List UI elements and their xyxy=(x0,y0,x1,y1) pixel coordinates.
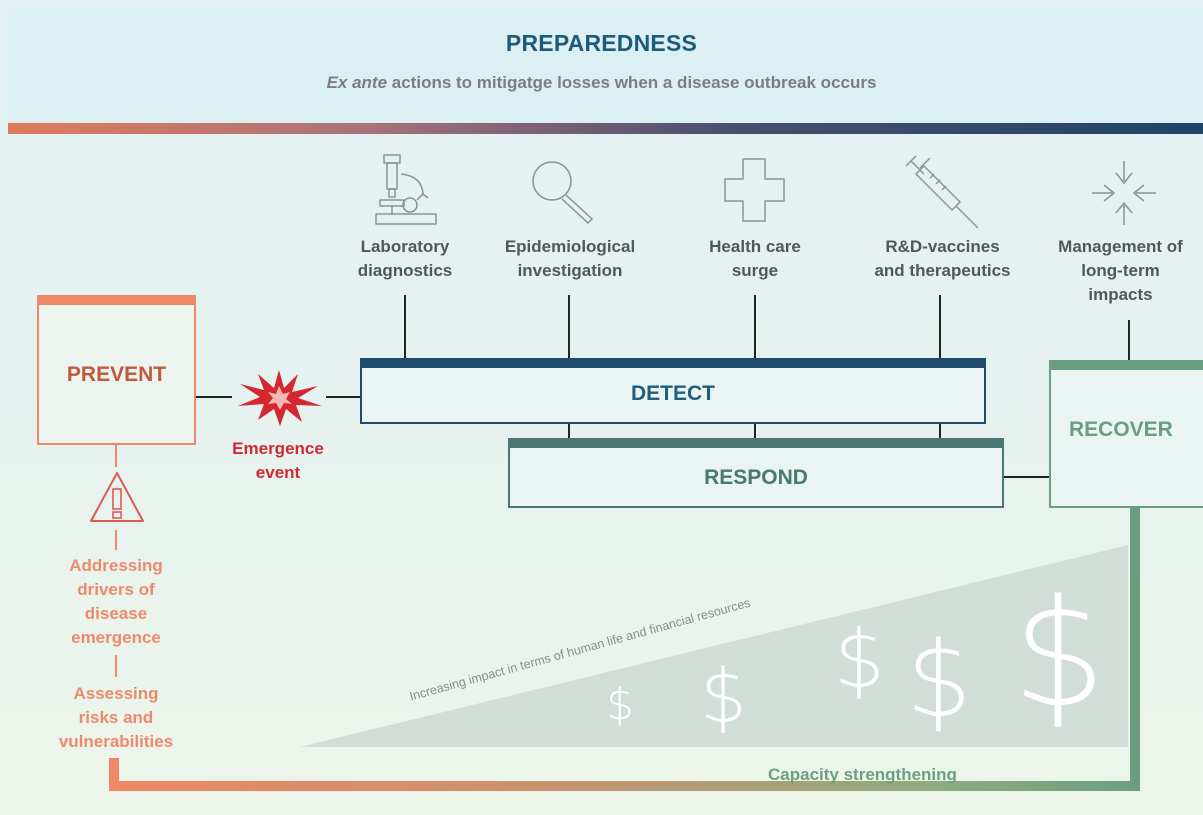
prevent-connector-line xyxy=(115,655,117,677)
label-line: Management of xyxy=(1058,237,1183,256)
connector-line xyxy=(754,424,756,439)
emergence-burst-icon xyxy=(238,370,322,426)
label-line: Assessing xyxy=(73,684,159,703)
preparedness-subtitle: Ex ante actions to mitigatge losses when… xyxy=(0,73,1203,93)
column-label-laboratory-diagnostics: Laboratory diagnostics xyxy=(330,235,480,283)
connector-line xyxy=(1128,320,1130,360)
connector-line xyxy=(326,396,360,398)
connector-line xyxy=(568,295,570,359)
respond-box: RESPOND xyxy=(508,438,1004,508)
prevent-box: PREVENT xyxy=(37,295,196,445)
label-line: Emergence xyxy=(232,439,324,458)
label-line: Laboratory xyxy=(360,237,450,256)
prevent-connector-line xyxy=(115,445,117,467)
warning-icon xyxy=(90,472,144,522)
recover-box: RECOVER xyxy=(1049,360,1203,508)
label-line: long-term xyxy=(1081,261,1160,280)
connector-line xyxy=(939,424,941,439)
label-line: risks and xyxy=(78,708,154,727)
dollar-sign-icon: $ xyxy=(606,679,634,730)
label-line: impacts xyxy=(1088,285,1153,304)
dollar-sign-icon: $ xyxy=(1012,568,1107,740)
label-line: Addressing xyxy=(69,556,163,575)
column-label-epidemiological-investigation: Epidemiological investigation xyxy=(490,235,650,283)
label-line: and therapeutics xyxy=(874,261,1011,280)
capacity-path-bottom xyxy=(109,781,1140,791)
label-line: emergence xyxy=(71,628,161,647)
connector-line xyxy=(939,295,941,359)
preparedness-gradient-bar xyxy=(8,123,1203,134)
emergence-event-label: Emergence event xyxy=(208,437,348,485)
dollar-sign-icon: $ xyxy=(906,619,973,741)
addressing-drivers-label: Addressing drivers of disease emergence xyxy=(40,554,192,650)
preparedness-title: PREPAREDNESS xyxy=(505,30,698,56)
preparedness-header xyxy=(8,8,1203,123)
column-label-management-long-term: Management of long-term impacts xyxy=(1038,235,1203,307)
connector-line xyxy=(404,295,406,359)
syringe-icon xyxy=(905,155,979,229)
capacity-strengthening-label: Capacity strengthening xyxy=(768,765,957,784)
label-line: R&D-vaccines xyxy=(885,237,1000,256)
magnifier-icon xyxy=(532,161,594,225)
prevent-connector-line xyxy=(115,530,117,550)
assessing-risks-label: Assessing risks and vulnerabilities xyxy=(30,682,202,754)
label-line: event xyxy=(255,463,301,482)
connector-line xyxy=(1004,476,1049,478)
subtitle-italic: Ex ante xyxy=(326,73,388,92)
label-line: diagnostics xyxy=(357,261,453,280)
dollar-sign-icon: $ xyxy=(834,613,885,706)
capacity-path-left xyxy=(109,758,119,791)
connector-line xyxy=(754,295,756,359)
medical-cross-icon xyxy=(724,158,785,222)
column-label-rd-vaccines: R&D-vaccines and therapeutics xyxy=(855,235,1030,283)
microscope-icon xyxy=(375,154,437,225)
label-line: vulnerabilities xyxy=(58,732,174,751)
label-line: drivers of xyxy=(77,580,155,599)
dollar-sign-icon: $ xyxy=(700,654,748,740)
converging-arrows-icon xyxy=(1092,161,1156,225)
column-label-health-care-surge: Health care surge xyxy=(690,235,820,283)
label-line: investigation xyxy=(517,261,623,280)
capacity-path-right xyxy=(1130,508,1140,791)
label-line: disease xyxy=(84,604,148,623)
label-line: surge xyxy=(731,261,779,280)
label-line: Health care xyxy=(709,237,801,256)
label-line: Epidemiological xyxy=(504,237,636,256)
connector-line xyxy=(568,424,570,439)
connector-line xyxy=(196,396,232,398)
detect-box: DETECT xyxy=(360,358,986,424)
subtitle-rest: actions to mitigatge losses when a disea… xyxy=(387,73,877,92)
